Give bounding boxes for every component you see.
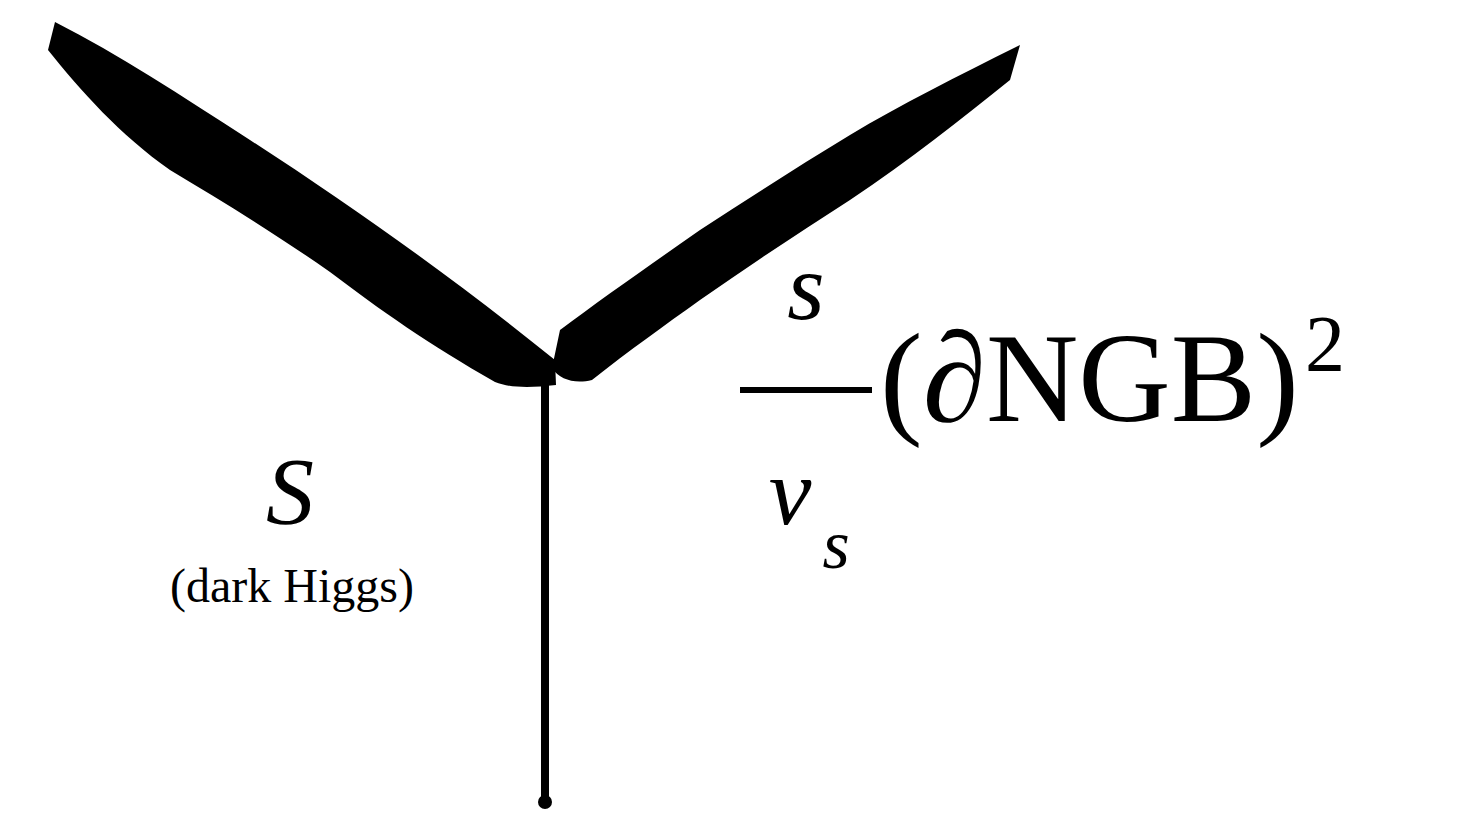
- line-end-dot: [538, 795, 552, 809]
- operator-term: (∂NGB): [880, 314, 1299, 442]
- fraction-numerator: s: [787, 239, 824, 335]
- superscript: 2: [1305, 304, 1345, 384]
- brush-stroke-left: [48, 22, 556, 387]
- fraction-bar: [740, 387, 872, 393]
- fraction-denominator: v: [769, 444, 812, 540]
- subscript: s: [822, 510, 849, 580]
- field-name: (dark Higgs): [170, 562, 414, 610]
- scalar-line: [541, 368, 549, 800]
- field-symbol: S: [266, 444, 314, 540]
